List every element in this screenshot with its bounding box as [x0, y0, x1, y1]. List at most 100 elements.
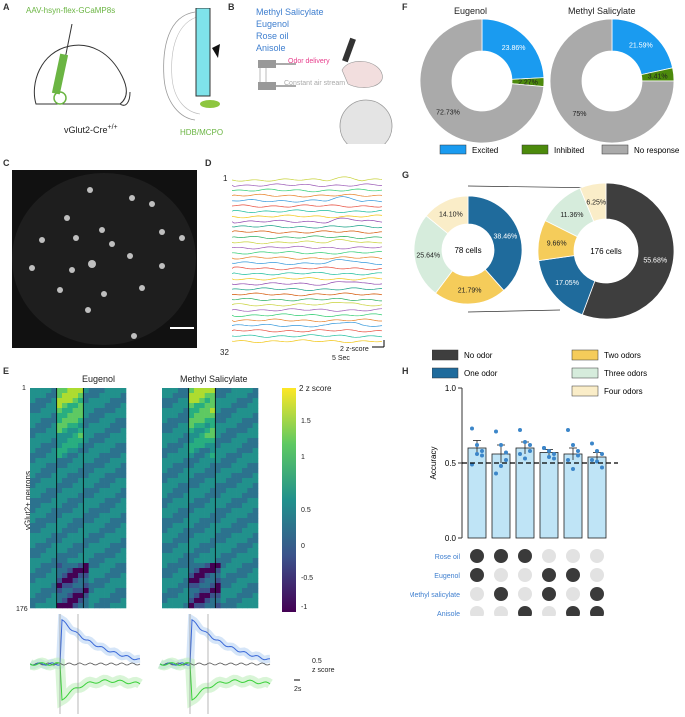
heatmap-cell: [99, 408, 105, 414]
heatmap-cell: [242, 573, 248, 579]
heatmap-cell: [46, 498, 52, 504]
heatmap-cell: [115, 588, 121, 594]
heatmap-cell: [104, 583, 111, 589]
heatmap-cell: [194, 598, 200, 604]
heatmap-cell: [104, 553, 111, 559]
data-point: [600, 465, 604, 470]
heatmap-cell: [242, 448, 248, 454]
heatmap-cell: [99, 563, 105, 569]
heatmap-cell: [172, 418, 179, 424]
heatmap-cell: [46, 548, 52, 554]
heatmap-cell: [247, 408, 253, 414]
heatmap-cell: [210, 468, 216, 474]
heatmap-cell: [78, 498, 84, 504]
heatmap-cell: [83, 403, 89, 409]
heatmap-cell: [78, 603, 84, 609]
heatmap-cell: [231, 508, 237, 514]
heatmap-cell: [167, 443, 173, 449]
heatmap-cell: [231, 448, 237, 454]
heatmap-cell: [120, 483, 127, 489]
heatmap-cell: [231, 548, 237, 554]
heatmap-cell: [194, 533, 200, 539]
heatmap-cell: [252, 488, 259, 494]
heatmap-cell: [247, 543, 253, 549]
heatmap-cell: [99, 433, 105, 439]
donut-slice: [579, 182, 607, 222]
data-point: [547, 455, 551, 459]
heatmap-cell: [88, 553, 95, 559]
heatmap-cell: [178, 593, 184, 599]
heatmap-cell: [172, 448, 179, 454]
data-point: [566, 458, 570, 462]
heatmap-cell: [72, 553, 79, 559]
heatmap-cell: [172, 423, 179, 429]
heatmap-cell: [56, 508, 63, 514]
heatmap-cell: [236, 583, 243, 589]
heatmap-cell: [226, 478, 232, 484]
heatmap-cell: [94, 573, 100, 579]
heatmap-cell: [115, 408, 121, 414]
heatmap-cell: [56, 553, 63, 559]
heatmap-cell: [51, 518, 57, 524]
heatmap-cell: [78, 548, 84, 554]
heatmap-cell: [62, 508, 68, 514]
heatmap-cell: [215, 588, 221, 594]
heatmap-cell: [236, 483, 243, 489]
heatmap-cell: [194, 428, 200, 434]
accuracy-bar: [539, 452, 559, 539]
heatmap-cell: [183, 473, 189, 479]
heatmap-cell: [215, 473, 221, 479]
matrix-dot: [566, 606, 580, 616]
heatmap-cell: [188, 583, 195, 589]
heatmap-cell: [94, 393, 100, 399]
heatmap-cell: [226, 523, 232, 529]
heatmap-cell: [62, 563, 68, 569]
heatmap-cell: [226, 583, 232, 589]
heatmap-cell: [247, 523, 253, 529]
heatmap-cell: [247, 528, 253, 534]
heatmap-cell: [220, 453, 227, 459]
heatmap-cell: [67, 428, 73, 434]
heatmap-cell: [46, 578, 52, 584]
heatmap-cell: [188, 498, 195, 504]
heatmap-cell: [220, 588, 227, 594]
heatmap-cell: [231, 593, 237, 599]
heatmap-cell: [83, 483, 89, 489]
heatmap-cell: [242, 558, 248, 564]
heatmap-cell: [172, 468, 179, 474]
heatmap-cell: [231, 558, 237, 564]
heatmap-cell: [115, 558, 121, 564]
heatmap-cell: [194, 398, 200, 404]
heatmap-cell: [210, 603, 216, 609]
heatmap-cell: [67, 433, 73, 439]
heatmap-cell: [46, 573, 52, 579]
heatmap-cell: [83, 578, 89, 584]
heatmap-cell: [67, 443, 73, 449]
heatmap-cell: [35, 543, 41, 549]
heatmap-cell: [242, 418, 248, 424]
heatmap-cell: [194, 498, 200, 504]
heatmap-cell: [226, 403, 232, 409]
heatmap-cell: [51, 568, 57, 574]
heatmap-cell: [83, 423, 89, 429]
heatmap-cell: [46, 418, 52, 424]
heatmap-cell: [215, 408, 221, 414]
heatmap-cell: [88, 398, 95, 404]
heatmap-cell: [51, 438, 57, 444]
matrix-dot: [590, 568, 604, 582]
heatmap-cell: [231, 483, 237, 489]
heatmap-cell: [162, 593, 168, 599]
heatmap-cell: [83, 468, 89, 474]
heatmap-cell: [94, 493, 100, 499]
heatmap-cell: [236, 528, 243, 534]
heatmap-cell: [236, 433, 243, 439]
heatmap-cell: [99, 438, 105, 444]
heatmap-cell: [99, 543, 105, 549]
heatmap-cell: [204, 423, 211, 429]
heatmap-cell: [199, 513, 205, 519]
heatmap-cell: [204, 443, 211, 449]
heatmap-cell: [167, 423, 173, 429]
heatmap-cell: [56, 438, 63, 444]
heatmap-cell: [83, 508, 89, 514]
neuron-trace: [232, 188, 383, 193]
